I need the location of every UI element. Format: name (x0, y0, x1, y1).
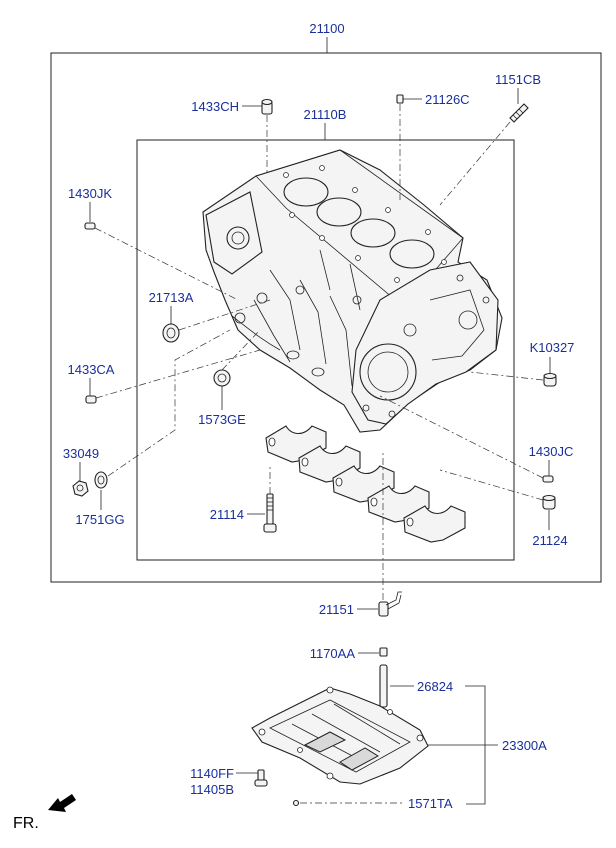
label-rod: 26824 (417, 679, 453, 694)
label-cap-right: K10327 (530, 340, 575, 355)
frame-pin-part (292, 799, 300, 807)
dowel-left-part (85, 395, 97, 404)
label-oil-jet: 21151 (319, 602, 354, 617)
label-ladder-frame: 23300A (502, 738, 547, 753)
label-sleeve: 21124 (532, 533, 567, 548)
label-pin-right: 1430JC (529, 444, 574, 459)
cylinder-block (202, 149, 503, 433)
leader-lines (79, 88, 551, 805)
jet-bolt-part (379, 647, 388, 657)
nut-part (72, 480, 89, 497)
assembly-frame-inner (136, 139, 515, 561)
label-bearing-bolt: 21114 (210, 507, 244, 522)
cap-right-part (543, 372, 557, 387)
dowel-top-part (261, 98, 273, 115)
pin-left-part (84, 222, 96, 230)
label-dowel-top: 1433CH (191, 99, 239, 114)
label-nut: 33049 (63, 446, 99, 461)
label-front-indicator: FR. (13, 815, 39, 832)
assembly-frame-outer (50, 52, 602, 583)
label-block-subassembly: 21110B (304, 107, 347, 122)
label-frame-bolt-1: 1140FF (190, 766, 234, 781)
label-seal-left: 21713A (149, 290, 194, 305)
rod-part (379, 664, 388, 708)
label-frame-pin: 1571TA (408, 796, 453, 811)
label-jet-bolt: 1170AA (310, 646, 356, 661)
sleeve-part (542, 494, 556, 510)
label-pin-left: 1430JK (68, 186, 112, 201)
seal-left-part (162, 323, 180, 343)
label-dowel-left: 1433CA (68, 362, 115, 377)
front-arrow-icon (48, 794, 76, 812)
plug-front-part (213, 369, 231, 387)
label-plug-top: 21126C (425, 92, 470, 107)
pin-right-part (542, 475, 554, 483)
part-labels: 21100 21110B 1433CH 21126C 1151CB 1430JK… (13, 21, 574, 832)
label-stud: 1151CB (495, 72, 541, 87)
plug-top-part (396, 94, 404, 104)
label-gasket: 1751GG (75, 512, 124, 527)
stud-part (509, 103, 529, 123)
oil-jet-part (378, 591, 402, 617)
ladder-frame-part (251, 686, 429, 785)
bearing-bolt-part (263, 493, 277, 533)
frame-bolt-part (254, 769, 268, 787)
label-frame-bolt-2: 11405B (190, 782, 234, 797)
label-plug-front: 1573GE (198, 412, 246, 427)
gasket-part (94, 471, 108, 489)
label-main-assembly: 21100 (309, 21, 344, 36)
bearing-caps (265, 425, 466, 543)
